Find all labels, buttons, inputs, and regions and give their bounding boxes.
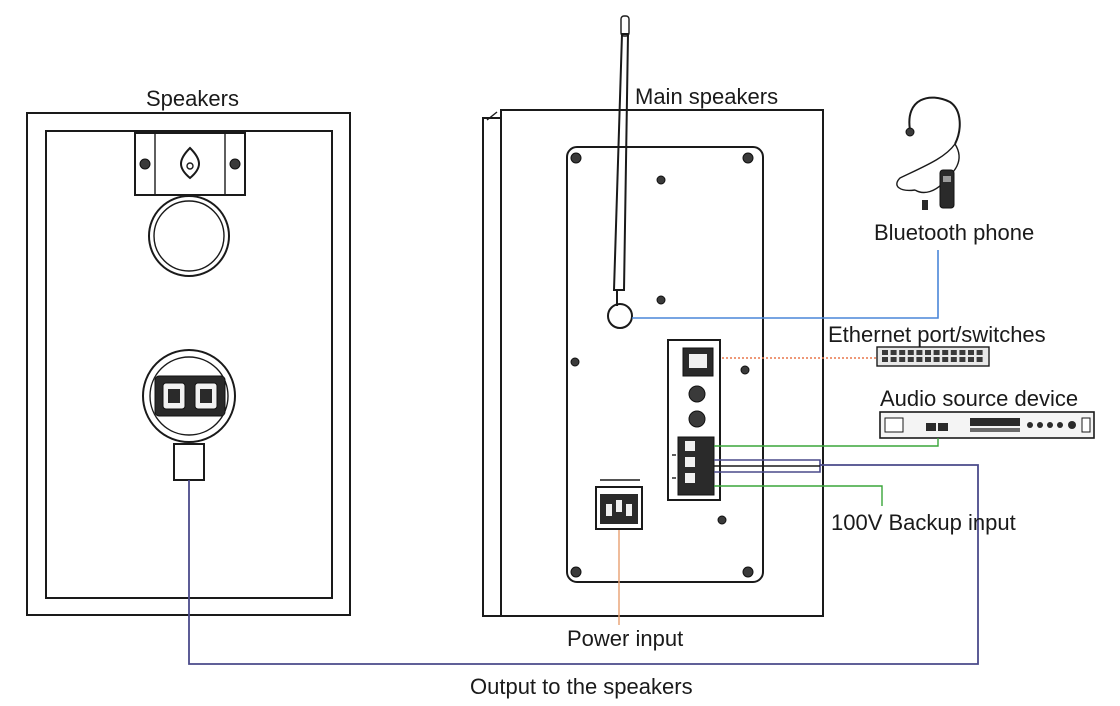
switch-port	[959, 350, 966, 355]
switch-port	[942, 357, 949, 362]
switch-port	[968, 357, 974, 362]
switch-port	[890, 350, 897, 355]
switch-port	[907, 350, 914, 355]
switch-port	[925, 350, 931, 355]
output-label: Output to the speakers	[470, 674, 693, 699]
power-socket	[595, 479, 643, 530]
main-speaker	[482, 15, 824, 617]
switch-port	[950, 350, 957, 355]
bluetooth-headset	[896, 96, 961, 210]
speaker-terminal	[142, 349, 236, 481]
switch-port	[933, 350, 940, 355]
switch-port	[882, 357, 888, 362]
switch-port	[976, 357, 983, 362]
switch-port	[968, 350, 974, 355]
io-panel	[667, 339, 721, 501]
mount-bracket	[134, 132, 246, 196]
backup-input-label: 100V Backup input	[831, 510, 1016, 535]
switch-port	[899, 350, 906, 355]
switch-port	[907, 357, 914, 362]
switch-port	[976, 350, 983, 355]
switch-port	[899, 357, 906, 362]
audio-source-label: Audio source device	[880, 386, 1079, 411]
switch-port	[882, 350, 888, 355]
bass-port	[148, 195, 230, 277]
antenna	[607, 15, 633, 329]
switch-port	[950, 357, 957, 362]
audio-source-device	[879, 411, 1095, 439]
switch-port	[959, 357, 966, 362]
power-input-label: Power input	[567, 626, 684, 651]
switch-port	[942, 350, 949, 355]
switch-port	[925, 357, 931, 362]
switch-port	[933, 357, 940, 362]
main-speakers-label: Main speakers	[635, 84, 779, 109]
ethernet-label: Ethernet port/switches	[828, 322, 1046, 347]
switch-port	[890, 357, 897, 362]
switch-port	[916, 357, 923, 362]
ethernet-switch	[876, 346, 990, 367]
switch-port	[916, 350, 923, 355]
speakers-label: Speakers	[146, 86, 239, 111]
bluetooth-phone-label: Bluetooth phone	[874, 220, 1035, 245]
panel-screws	[570, 152, 754, 578]
connection-lines	[188, 250, 979, 665]
